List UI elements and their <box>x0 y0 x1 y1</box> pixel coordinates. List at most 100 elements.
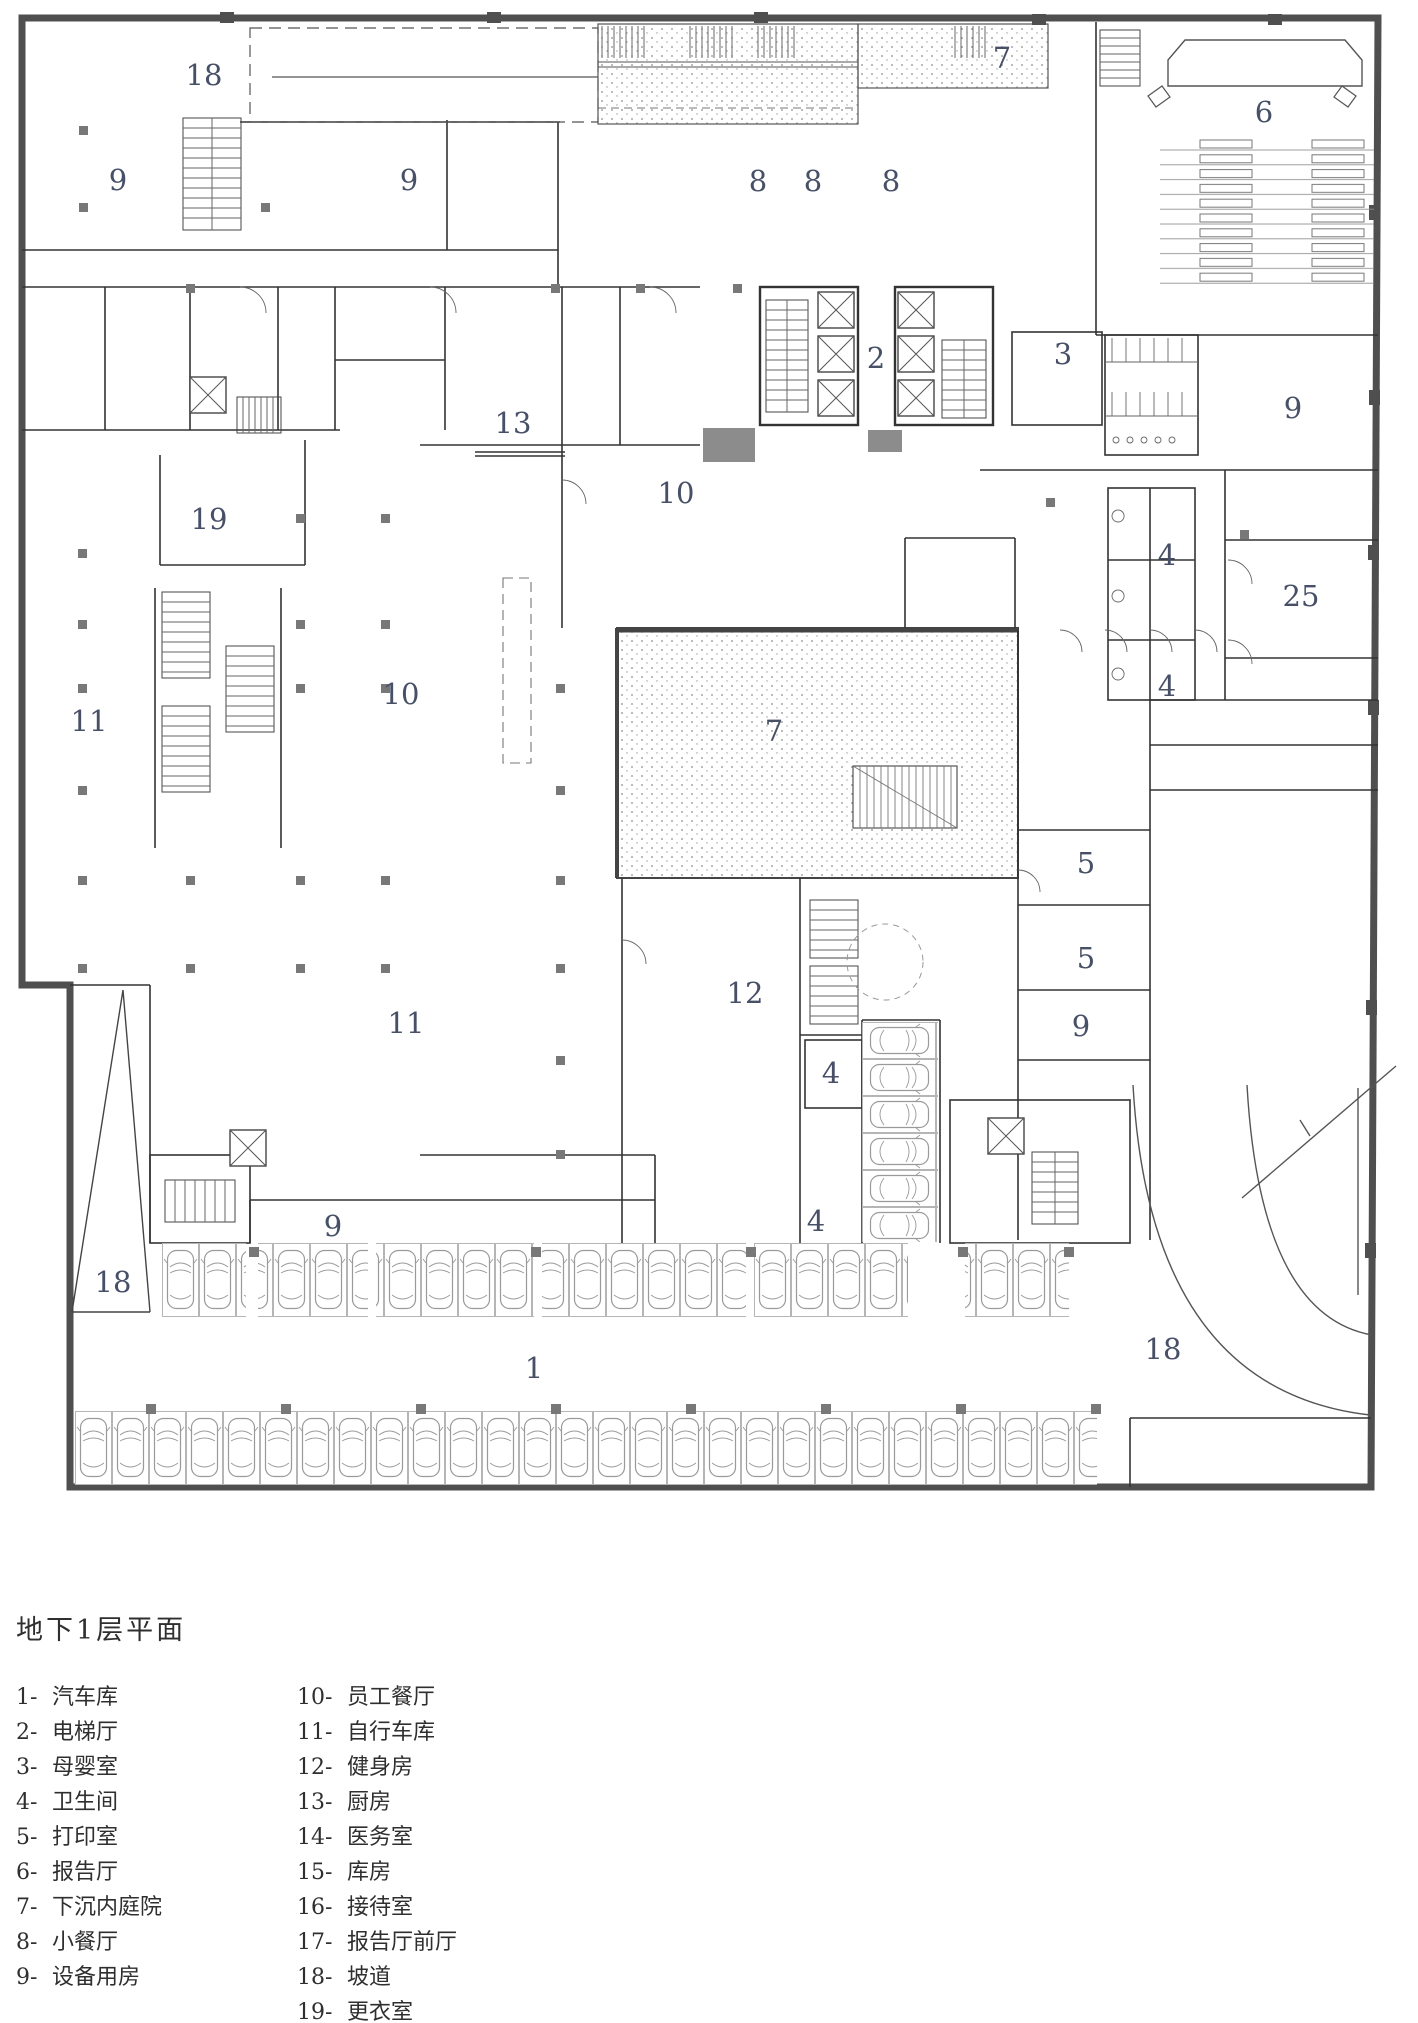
room-label: 18 <box>186 58 223 92</box>
room-label: 8 <box>804 164 822 198</box>
legend-number: 3- <box>16 1755 38 1780</box>
legend-number: 17- <box>297 1930 333 1955</box>
legend-name: 打印室 <box>52 1825 119 1850</box>
legend-item: 1- 汽车库 <box>16 1680 162 1715</box>
legend-item: 2-电梯厅 <box>16 1715 162 1750</box>
legend-name: 设备用房 <box>52 1965 141 1990</box>
stairs <box>161 117 1079 1225</box>
parking-stalls <box>75 1022 1097 1485</box>
legend-column-1: 1-汽车库 2-电梯厅 3-母婴室 4-卫生间 5-打印室 6-报告厅 7-下沉… <box>16 1680 162 1995</box>
legend-number: 6- <box>16 1860 38 1885</box>
room-label: 4 <box>807 1204 825 1238</box>
kitchen-fixtures <box>703 428 902 462</box>
legend-number: 16- <box>297 1895 333 1920</box>
door-arcs <box>239 286 1253 965</box>
legend-number: 4- <box>16 1790 38 1815</box>
room-label: 18 <box>1145 1332 1182 1366</box>
legend-item: 8- 小餐厅 <box>16 1925 162 1960</box>
room-label: 5 <box>1077 941 1095 975</box>
interior-walls <box>22 22 1378 1487</box>
legend-name: 员工餐厅 <box>347 1685 436 1710</box>
room-label: 9 <box>1072 1009 1090 1043</box>
wall-pilasters <box>220 12 1380 1258</box>
room-label: 19 <box>191 502 228 536</box>
ramps <box>71 27 1397 1416</box>
legend-name: 报告厅 <box>52 1860 119 1885</box>
legend-item: 17-报告厅前厅 <box>297 1925 457 1960</box>
legend-number: 18- <box>297 1965 333 1990</box>
courtyard-stair <box>852 765 958 829</box>
legend-number: 12- <box>297 1755 333 1780</box>
legend-item: 15- 库房 <box>297 1855 457 1890</box>
room-label: 7 <box>993 41 1011 75</box>
room-label: 11 <box>71 704 108 738</box>
stage-speaker-icon <box>1147 85 1357 108</box>
outer-walls <box>18 12 1382 1491</box>
room-labels: 18 9 9 7 8 8 8 6 2 3 9 13 10 19 10 11 7 … <box>71 41 1320 1385</box>
sunken-courtyard-hatch <box>597 23 1049 879</box>
room-label: 9 <box>324 1209 342 1243</box>
legend-name: 厨房 <box>347 1790 392 1815</box>
servery-dashed <box>502 577 532 764</box>
room-label: 7 <box>765 714 783 748</box>
legend-item: 7- 下沉内庭院 <box>16 1890 162 1925</box>
room-label: 6 <box>1255 95 1273 129</box>
room-label: 3 <box>1054 337 1072 371</box>
room-label: 5 <box>1077 846 1095 880</box>
room-label: 2 <box>867 341 885 375</box>
legend-number: 11- <box>297 1720 333 1745</box>
stair-icon <box>765 299 987 419</box>
legend-number: 15- <box>297 1860 333 1885</box>
room-label: 12 <box>727 976 764 1010</box>
legend-name: 更衣室 <box>347 2000 414 2023</box>
legend-item: 6- 报告厅 <box>16 1855 162 1890</box>
legend-name: 汽车库 <box>52 1685 119 1710</box>
legend-number: 9- <box>16 1965 38 1990</box>
legend-name: 医务室 <box>347 1825 414 1850</box>
room-label: 11 <box>388 1006 425 1040</box>
legend-name: 自行车库 <box>347 1720 436 1745</box>
legend-name: 健身房 <box>347 1755 414 1780</box>
legend-item: 14- 医务室 <box>297 1820 457 1855</box>
legend-item: 19- 更衣室 <box>297 1995 457 2023</box>
legend-number: 1- <box>16 1685 38 1710</box>
plan-title: 地下1层平面 <box>16 1615 187 1646</box>
room-label: 8 <box>882 164 900 198</box>
room-label: 13 <box>495 406 532 440</box>
stage-outline <box>1167 39 1363 87</box>
legend-item: 11- 自行车库 <box>297 1715 457 1750</box>
legend-name: 库房 <box>347 1860 392 1885</box>
legend-number: 7- <box>16 1895 38 1920</box>
legend-item: 10- 员工餐厅 <box>297 1680 457 1715</box>
legend-column-2: 10- 员工餐厅 11- 自行车库 12- 健身房 13- 厨房 14- 医务室 15- 库… <box>297 1680 457 2023</box>
legend-number: 14- <box>297 1825 333 1850</box>
legend-number: 13- <box>297 1790 333 1815</box>
ramp-curve <box>1132 1065 1397 1416</box>
legend-name: 下沉内庭院 <box>52 1895 163 1920</box>
ramp-triangle <box>71 989 151 1313</box>
room-label: 10 <box>383 677 420 711</box>
legend-item: 5-打印室 <box>16 1820 162 1855</box>
legend-name: 接待室 <box>347 1895 414 1920</box>
legend-name: 小餐厅 <box>52 1930 119 1955</box>
legend-item: 18- 坡道 <box>297 1960 457 1995</box>
legend-number: 8- <box>16 1930 38 1955</box>
legend-number: 10- <box>297 1685 333 1710</box>
room-label: 9 <box>400 163 418 197</box>
auditorium-seats <box>1160 137 1374 287</box>
room-label: 25 <box>1283 579 1320 613</box>
stair-icon <box>1099 29 1141 87</box>
room-label: 10 <box>658 476 695 510</box>
auditorium <box>1099 29 1374 287</box>
ramp-top-dashed <box>249 27 599 123</box>
legend-number: 2- <box>16 1720 38 1745</box>
room-label: 4 <box>1158 538 1176 572</box>
elevator-core <box>765 291 987 419</box>
legend-name: 坡道 <box>347 1965 392 1990</box>
room-label: 4 <box>822 1056 840 1090</box>
legend-item: 9- 设备用房 <box>16 1960 162 1995</box>
legend-number: 19- <box>297 2000 333 2023</box>
legend-item: 16- 接待室 <box>297 1890 457 1925</box>
toilet-stalls <box>1105 338 1198 681</box>
legend-name: 母婴室 <box>52 1755 119 1780</box>
